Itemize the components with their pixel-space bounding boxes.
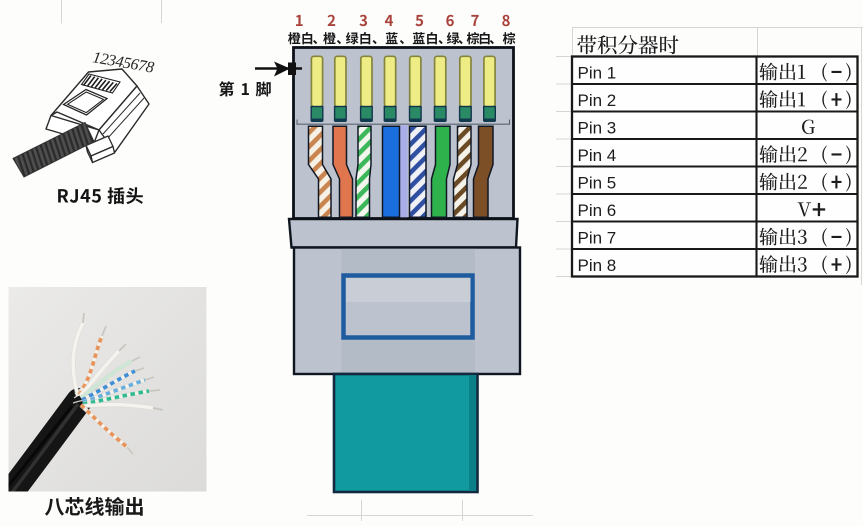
svg-text:Pin 7: Pin 7 — [578, 229, 617, 248]
svg-text:Pin 8: Pin 8 — [578, 256, 617, 275]
svg-text:Pin 1: Pin 1 — [578, 64, 617, 83]
svg-text:Pin 3: Pin 3 — [578, 119, 617, 138]
svg-text:Pin 4: Pin 4 — [578, 146, 617, 165]
svg-text:Pin 6: Pin 6 — [578, 201, 617, 220]
svg-text:Pin 5: Pin 5 — [578, 174, 617, 193]
svg-text:Pin 2: Pin 2 — [578, 91, 617, 110]
